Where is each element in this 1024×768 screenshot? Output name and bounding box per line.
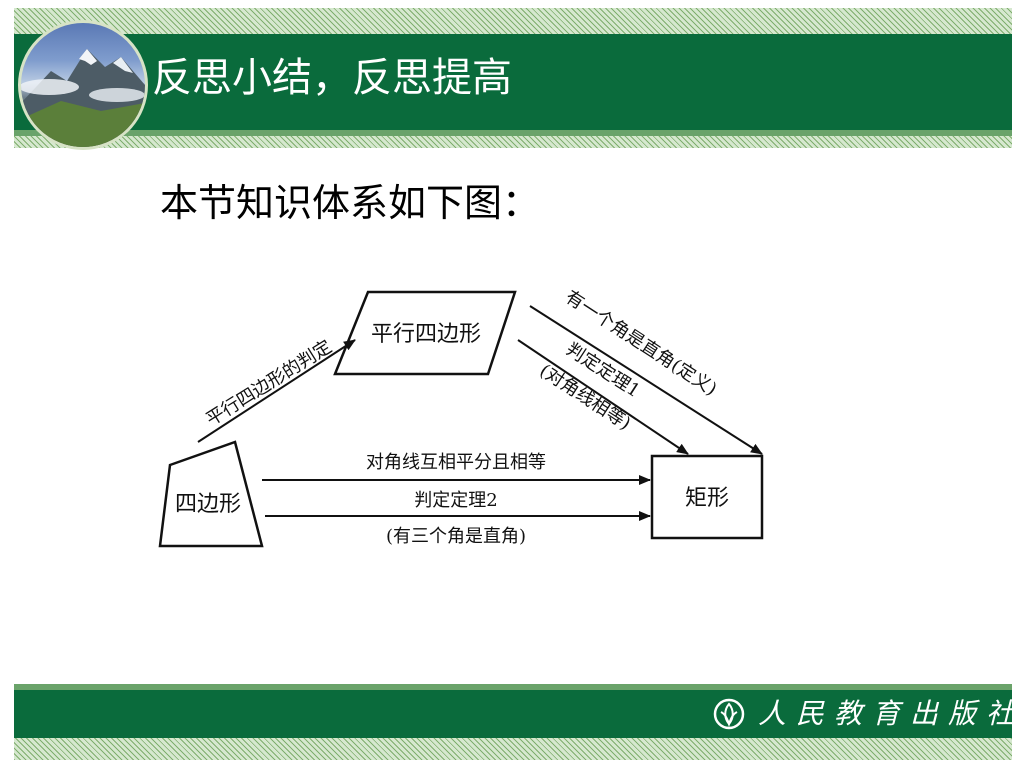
arrow-quad-to-parallelogram (197, 339, 356, 443)
edge-label-three-right-angles: (有三个角是直角) (386, 526, 526, 547)
rectangle-shape (650, 454, 764, 540)
publisher-brand: 人民教育出版社 (712, 694, 1024, 734)
mountain-icon (21, 49, 145, 147)
footer-strip (14, 684, 1012, 690)
parallelogram-label: 平行四边形 (371, 322, 481, 347)
section-subtitle: 本节知识体系如下图： (160, 181, 541, 225)
edge-label-theorem2: 判定定理2 (414, 490, 497, 511)
header-bar (14, 34, 1012, 130)
header-hatch-strip (14, 136, 1012, 148)
publisher-logo-icon (713, 698, 745, 730)
knowledge-diagram: 四边形 平行四边形 矩形 平行四边形的判定 有一个角是直角(定义) 判定定理1 … (158, 287, 764, 548)
edge-label-determination: 平行四边形的判定 (202, 336, 335, 430)
rectangle-label: 矩形 (685, 486, 729, 511)
arrow-parallelogram-right-angle (529, 305, 763, 455)
top-hatch-band (14, 8, 1012, 34)
mountain-photo (18, 20, 148, 150)
quadrilateral-shape (158, 440, 264, 548)
quadrilateral-label: 四边形 (175, 492, 241, 517)
arrow-parallelogram-theorem1 (517, 339, 689, 455)
footer-bar (14, 690, 1012, 738)
page-title: 反思小结，反思提高 (152, 55, 512, 101)
edge-label-diagonals-bisect-equal: 对角线互相平分且相等 (366, 452, 546, 473)
footer-hatch-band (14, 738, 1012, 760)
header-strip (14, 130, 1012, 136)
publisher-name: 人民教育出版社 (758, 697, 1024, 730)
